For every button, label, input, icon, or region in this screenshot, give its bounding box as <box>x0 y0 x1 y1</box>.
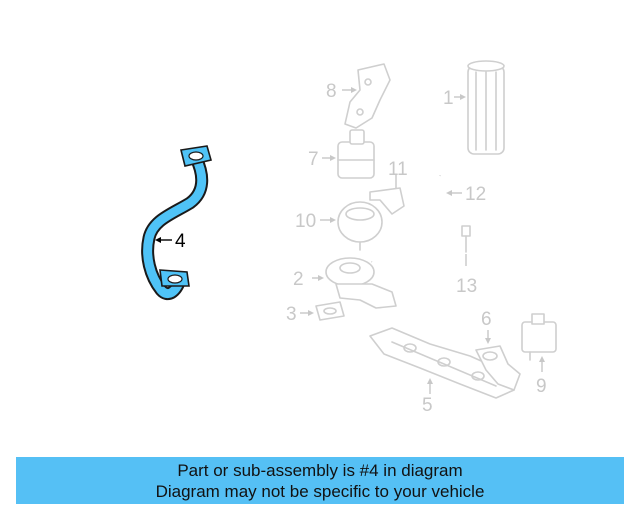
callout-7: 7 <box>308 149 319 170</box>
part-3-gasket <box>315 301 345 321</box>
banner-line-1: Part or sub-assembly is #4 in diagram <box>177 461 463 480</box>
callout-11: 11 <box>388 159 408 180</box>
callout-1: 1 <box>443 88 454 109</box>
callout-10: 10 <box>295 211 316 232</box>
parts-diagram: 4 8 1 7 11 12 <box>141 60 557 416</box>
callout-4-arrow <box>155 237 161 243</box>
part-11-small-bracket <box>369 187 405 215</box>
part-1-canister <box>467 60 505 155</box>
disclaimer-banner: Part or sub-assembly is #4 in diagram Di… <box>16 457 624 504</box>
callout-3: 3 <box>286 304 297 325</box>
callout-12: 12 <box>465 184 486 205</box>
part-10-vacuum-reservoir <box>337 201 383 251</box>
part-7-solenoid <box>337 129 375 179</box>
callout-9: 9 <box>536 376 547 397</box>
part-13-stud <box>461 225 471 253</box>
callout-4: 4 <box>175 231 186 252</box>
part-9-vacuum-solenoid <box>521 313 557 361</box>
part-12-hose <box>370 175 442 273</box>
part-8-bracket <box>344 63 391 129</box>
callout-6: 6 <box>481 309 492 330</box>
callout-5: 5 <box>422 395 433 416</box>
callout-8: 8 <box>326 81 337 102</box>
part-4-egr-pipe[interactable] <box>141 145 213 301</box>
part-6-elbow <box>475 345 521 391</box>
callout-2: 2 <box>293 269 304 290</box>
banner-line-2: Diagram may not be specific to your vehi… <box>155 482 485 501</box>
callout-13: 13 <box>456 276 477 297</box>
part-2-egr-valve <box>325 257 397 309</box>
